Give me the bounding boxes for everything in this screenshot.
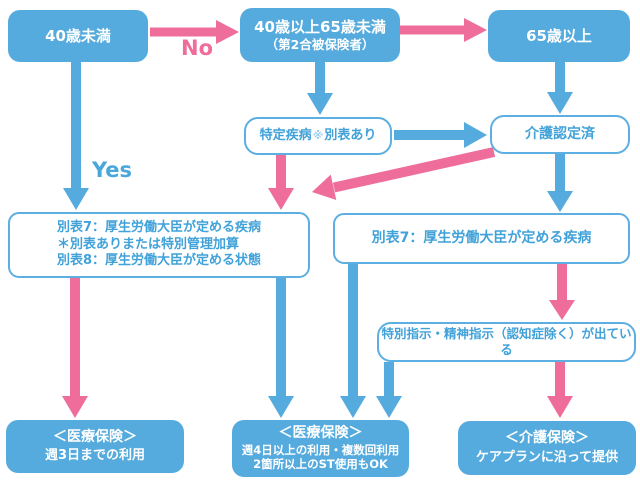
- outcome-medical-4days-body2: 2箇所以上のST使用もOK: [253, 457, 388, 472]
- outcome-medical-4days-body1: 週4日以上の利用・複数回利用: [241, 442, 400, 457]
- node-age-under-40-label: 40歳未満: [45, 26, 111, 45]
- node-special-instruction-label: 特別指示・精神指示（認知症除く）が出ている: [381, 326, 632, 357]
- node-outcome-medical-4days: ＜医療保険＞ 週4日以上の利用・複数回利用 2箇所以上のST使用もOK: [232, 420, 409, 477]
- node-special-instruction: 特別指示・精神指示（認知症除く）が出ている: [377, 322, 636, 362]
- node-specified-disease: 特定疾病※別表あり: [244, 117, 392, 155]
- node-age-40-to-65-line2: （第2合被保険者）: [265, 36, 375, 52]
- asterisk-marker: ※: [312, 129, 324, 143]
- node-outcome-medical-3days: ＜医療保険＞ 週3日までの利用: [6, 420, 184, 473]
- node-age-over-65: 65歳以上: [488, 10, 630, 62]
- arrow-right-criteria-down: [549, 264, 575, 320]
- node-specified-disease-text: 特定疾病: [259, 127, 312, 143]
- label-no: No: [181, 36, 214, 60]
- node-criteria-left: 別表7：厚生労働大臣が定める疾病 ＊別表ありまたは特別管理加算 別表8：厚生労働…: [8, 212, 310, 278]
- node-specified-disease-suffix: 別表あり: [324, 127, 377, 143]
- node-criteria-right-label: 別表7：厚生労働大臣が定める疾病: [371, 229, 592, 246]
- arrow-left-criteria-to-medical4: [268, 278, 294, 418]
- arrow-right-criteria-to-medical4: [340, 264, 366, 418]
- arrow-age4065-down: [307, 62, 333, 115]
- arrow-age-right: [400, 18, 487, 42]
- outcome-medical-3days-title: ＜医療保険＞: [53, 428, 137, 445]
- arrow-disease-down: [268, 155, 294, 210]
- node-care-certified-label: 介護認定済: [525, 125, 595, 142]
- arrow-instruction-to-medical4: [376, 362, 402, 418]
- criteria-left-line3: 別表8：厚生労働大臣が定める状態: [56, 253, 262, 269]
- arrow-left-criteria-down: [62, 278, 88, 418]
- node-age-40-to-65-line1: 40歳以上65歳未満: [254, 17, 386, 36]
- arrow-instruction-to-care: [547, 362, 573, 418]
- outcome-medical-4days-title: ＜医療保険＞: [278, 425, 363, 442]
- outcome-medical-3days-body: 週3日までの利用: [44, 448, 146, 464]
- node-criteria-right: 別表7：厚生労働大臣が定める疾病: [333, 213, 630, 264]
- arrow-over65-down: [547, 62, 573, 114]
- criteria-left-line1: 別表7：厚生労働大臣が定める疾病: [56, 219, 262, 235]
- arrow-disease-to-certified: [394, 122, 487, 148]
- arrow-certified-diagonal: [312, 147, 496, 200]
- node-care-certified: 介護認定済: [490, 115, 630, 154]
- arrow-yes-down: [63, 62, 89, 210]
- node-age-over-65-label: 65歳以上: [526, 26, 592, 45]
- arrow-certified-down: [547, 154, 573, 212]
- label-yes: Yes: [92, 158, 133, 182]
- outcome-care-title: ＜介護保険＞: [505, 430, 589, 447]
- node-age-40-to-65: 40歳以上65歳未満 （第2合被保険者）: [240, 8, 400, 62]
- arrow-no-right: [150, 20, 239, 44]
- node-outcome-care: ＜介護保険＞ ケアプランに沿って提供: [458, 421, 636, 475]
- criteria-left-line2: ＊別表ありまたは特別管理加算: [56, 236, 239, 252]
- node-age-under-40: 40歳未満: [8, 10, 148, 62]
- outcome-care-body: ケアプランに沿って提供: [475, 449, 619, 465]
